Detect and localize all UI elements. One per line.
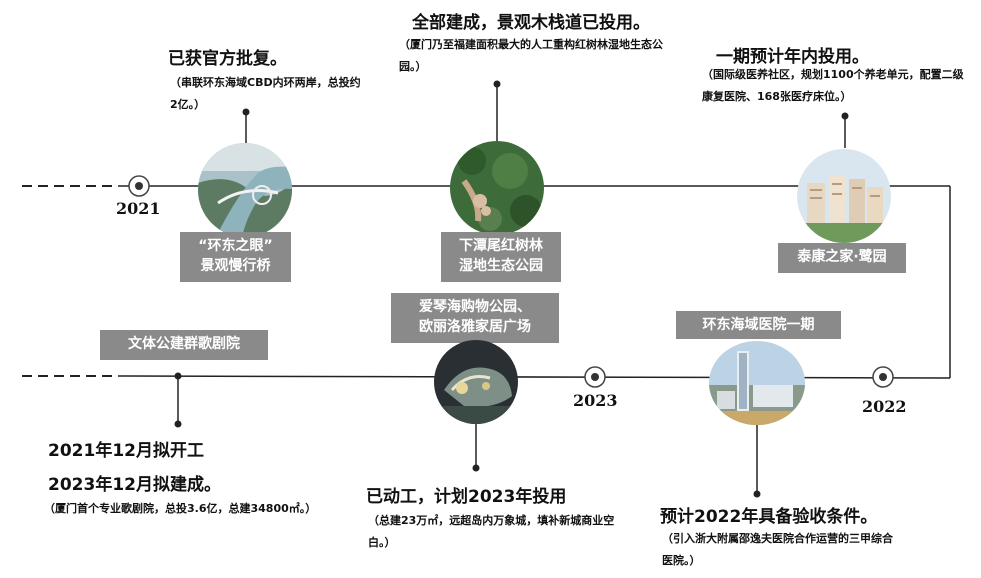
mall-photo — [434, 340, 518, 424]
mall-tag-line2: 欧丽洛雅家居广场 — [419, 319, 531, 335]
taikang-desc: （国际级医养社区，规划1100个养老单元，配置二级康复医院、168张医疗床位。） — [702, 68, 964, 103]
year-2023-label: 2023 — [573, 391, 618, 410]
hospital-photo — [709, 341, 805, 425]
bottom-line — [117, 375, 951, 379]
mall-desc: （总建23万㎡，远超岛内万象城，填补新城商业空白。） — [368, 514, 615, 549]
mangrove-tag-line1: 下潭尾红树林 — [459, 238, 543, 254]
taikang-photo — [797, 149, 891, 243]
marker-2022 — [872, 366, 894, 388]
bridge-tag-line2: 景观慢行桥 — [200, 258, 271, 274]
bridge-tag-line1: “环东之眼” — [198, 238, 273, 254]
bridge-title: 已获官方批复。 — [168, 49, 287, 69]
mall-tag: 爱琴海购物公园、 欧丽洛雅家居广场 — [391, 293, 559, 343]
mangrove-title: 全部建成，景观木栈道已投用。 — [412, 13, 650, 33]
hospital-title: 预计2022年具备验收条件。 — [660, 507, 878, 527]
opera-desc: （厦门首个专业歌剧院，总投3.6亿，总建34800㎡。） — [44, 502, 317, 515]
taikang-tag: 泰康之家·鹭园 — [778, 243, 906, 273]
mangrove-desc: （厦门乃至福建面积最大的人工重构红树林湿地生态公园。） — [399, 38, 663, 73]
mall-title: 已动工，计划2023年投用 — [366, 487, 567, 507]
bridge-photo — [198, 143, 292, 237]
year-2022-label: 2022 — [862, 397, 907, 416]
opera-tag: 文体公建群歌剧院 — [100, 330, 268, 360]
year-2021-label: 2021 — [116, 199, 161, 218]
bridge-tag: “环东之眼” 景观慢行桥 — [180, 232, 291, 282]
mangrove-tag: 下潭尾红树林 湿地生态公园 — [441, 232, 561, 282]
opera-title-line1: 2021年12月拟开工 — [48, 441, 204, 461]
marker-2021 — [128, 175, 150, 197]
hospital-desc: （引入浙大附属邵逸夫医院合作运营的三甲综合医院。） — [662, 532, 893, 567]
mangrove-photo — [450, 141, 544, 235]
opera-title-line2: 2023年12月拟建成。 — [48, 475, 221, 495]
marker-2023 — [584, 366, 606, 388]
mangrove-tag-line2: 湿地生态公园 — [459, 258, 543, 274]
taikang-title: 一期预计年内投用。 — [716, 47, 869, 67]
mall-tag-line1: 爱琴海购物公园、 — [419, 299, 531, 315]
hospital-tag: 环东海域医院一期 — [676, 311, 841, 339]
bridge-desc: （串联环东海域CBD内环两岸，总投约2亿。） — [170, 76, 361, 111]
